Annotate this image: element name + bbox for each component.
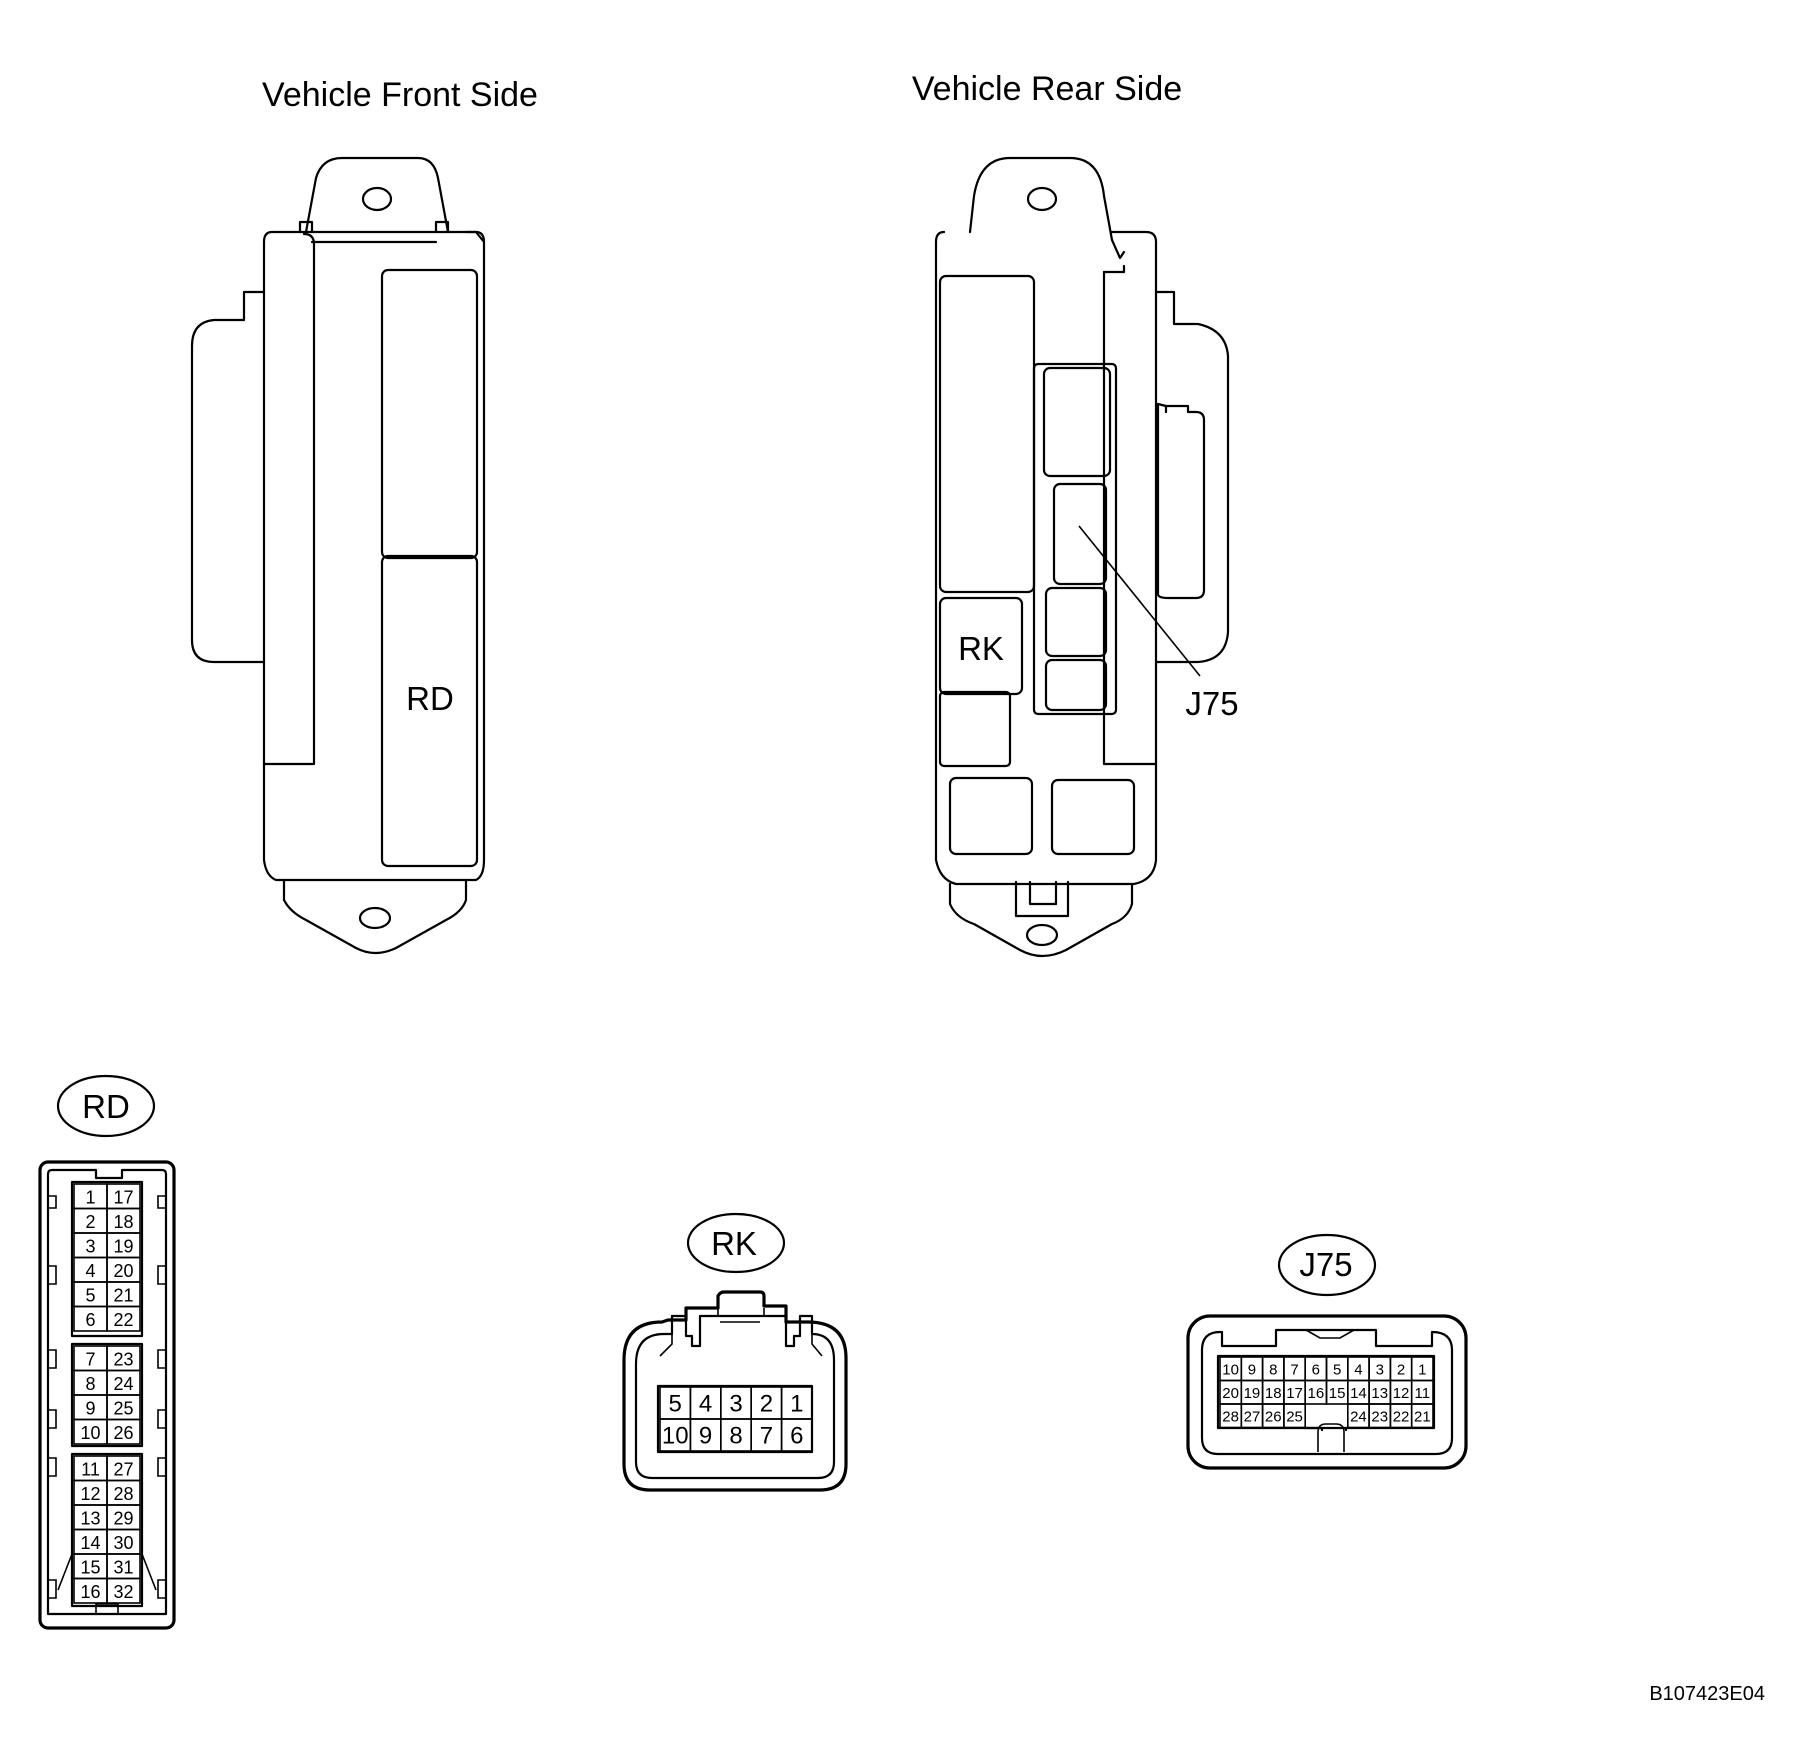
pin-number: 21 bbox=[113, 1285, 133, 1305]
pin-number: 18 bbox=[113, 1212, 133, 1232]
pin-number: 26 bbox=[113, 1423, 133, 1443]
pin-number: 4 bbox=[85, 1261, 95, 1281]
pin-number: 8 bbox=[85, 1374, 95, 1394]
rd-pin-grid: 1 17 2 18 3 19 4 20 5 21 6 22 7 23 8 24 9 25 10 26 11 27 12 28 1… bbox=[73, 1183, 141, 1604]
pin-number: 20 bbox=[1222, 1385, 1239, 1402]
pin-number: 17 bbox=[113, 1187, 133, 1207]
pin-number: 8 bbox=[1269, 1361, 1277, 1378]
pin-number: 10 bbox=[1222, 1361, 1239, 1378]
pin-number: 28 bbox=[113, 1484, 133, 1504]
pin-number: 11 bbox=[1415, 1385, 1431, 1402]
j75-unit-label: J75 bbox=[1185, 685, 1238, 722]
pin-number: 14 bbox=[1350, 1385, 1367, 1402]
pin-number: 7 bbox=[1290, 1361, 1298, 1378]
pin-number: 1 bbox=[1418, 1361, 1426, 1378]
pin-number: 1 bbox=[790, 1391, 803, 1418]
pin-number: 9 bbox=[1248, 1361, 1256, 1378]
pin-cell bbox=[106, 1577, 141, 1604]
pin-number: 5 bbox=[1333, 1361, 1341, 1378]
pin-number: 3 bbox=[1376, 1361, 1384, 1378]
pin-number: 5 bbox=[669, 1391, 682, 1418]
pin-number: 7 bbox=[760, 1423, 773, 1450]
rear-side-title: Vehicle Rear Side bbox=[912, 70, 1182, 108]
pin-number: 6 bbox=[790, 1423, 803, 1450]
pin-number: 9 bbox=[699, 1423, 712, 1450]
pin-number: 22 bbox=[1393, 1408, 1410, 1425]
pin-number: 13 bbox=[80, 1508, 100, 1528]
pin-number: 23 bbox=[1371, 1408, 1388, 1425]
pin-number: 9 bbox=[85, 1398, 95, 1418]
pin-cell bbox=[106, 1418, 141, 1445]
pin-number: 23 bbox=[113, 1349, 133, 1369]
pin-cell bbox=[106, 1305, 141, 1332]
rd-unit-label: RD bbox=[406, 680, 454, 717]
pin-number: 12 bbox=[80, 1484, 100, 1504]
pin-number: 6 bbox=[85, 1310, 95, 1330]
pin-number: 30 bbox=[113, 1533, 133, 1553]
pin-cell bbox=[780, 1418, 813, 1452]
pin-number: 10 bbox=[80, 1423, 100, 1443]
pin-number: 32 bbox=[113, 1582, 133, 1602]
pin-number: 3 bbox=[729, 1391, 742, 1418]
pin-number: 24 bbox=[113, 1374, 133, 1394]
pin-number: 19 bbox=[1244, 1385, 1261, 1402]
pin-number: 13 bbox=[1371, 1385, 1388, 1402]
pin-number: 27 bbox=[113, 1459, 133, 1479]
pin-number: 16 bbox=[80, 1582, 100, 1602]
pin-number: 21 bbox=[1414, 1408, 1431, 1425]
pin-cell bbox=[1283, 1403, 1307, 1429]
pin-number: 27 bbox=[1244, 1408, 1261, 1425]
front-side-title: Vehicle Front Side bbox=[262, 76, 538, 114]
pin-number: 17 bbox=[1286, 1385, 1303, 1402]
pin-number: 4 bbox=[1354, 1361, 1362, 1378]
pin-number: 25 bbox=[113, 1398, 133, 1418]
pin-number: 1 bbox=[85, 1187, 95, 1207]
pin-number: 19 bbox=[113, 1236, 133, 1256]
pin-number: 18 bbox=[1265, 1385, 1282, 1402]
pin-number: 26 bbox=[1265, 1408, 1282, 1425]
rd-connector: RD 1 17 2 18 3 19 4 20 5 21 6 22 7 23 8 24 9 25 10 26 11 27 12… bbox=[38, 1074, 176, 1630]
j75-connector-name: J75 bbox=[1299, 1246, 1352, 1283]
pin-number: 16 bbox=[1308, 1385, 1325, 1402]
pin-number: 20 bbox=[113, 1261, 133, 1281]
pin-number: 3 bbox=[85, 1236, 95, 1256]
rear-side-unit: RK J75 bbox=[934, 156, 1239, 958]
pin-number: 22 bbox=[113, 1310, 133, 1330]
pin-number: 6 bbox=[1312, 1361, 1320, 1378]
pin-number: 15 bbox=[1329, 1385, 1346, 1402]
rd-connector-name: RD bbox=[82, 1088, 130, 1125]
front-side-unit: RD bbox=[190, 156, 486, 955]
rk-connector-name: RK bbox=[711, 1225, 757, 1262]
pin-number: 2 bbox=[760, 1391, 773, 1418]
pin-number: 25 bbox=[1286, 1408, 1303, 1425]
pin-number: 5 bbox=[85, 1285, 95, 1305]
pin-number: 4 bbox=[699, 1391, 712, 1418]
pin-number: 8 bbox=[729, 1423, 742, 1450]
pin-number: 31 bbox=[113, 1557, 133, 1577]
pin-number: 2 bbox=[85, 1212, 95, 1232]
pin-number: 29 bbox=[113, 1508, 133, 1528]
pin-cell bbox=[1410, 1403, 1434, 1429]
pin-number: 7 bbox=[85, 1349, 95, 1369]
rk-unit-label: RK bbox=[958, 630, 1004, 667]
figure-code: B107423E04 bbox=[1649, 1683, 1765, 1705]
pin-number: 14 bbox=[80, 1533, 100, 1553]
pin-number: 28 bbox=[1222, 1408, 1239, 1425]
pin-number: 10 bbox=[662, 1423, 689, 1450]
pin-number: 11 bbox=[81, 1459, 100, 1479]
pin-number: 12 bbox=[1393, 1385, 1410, 1402]
pin-number: 24 bbox=[1350, 1408, 1367, 1425]
pin-number: 15 bbox=[80, 1557, 100, 1577]
pin-number: 2 bbox=[1397, 1361, 1405, 1378]
